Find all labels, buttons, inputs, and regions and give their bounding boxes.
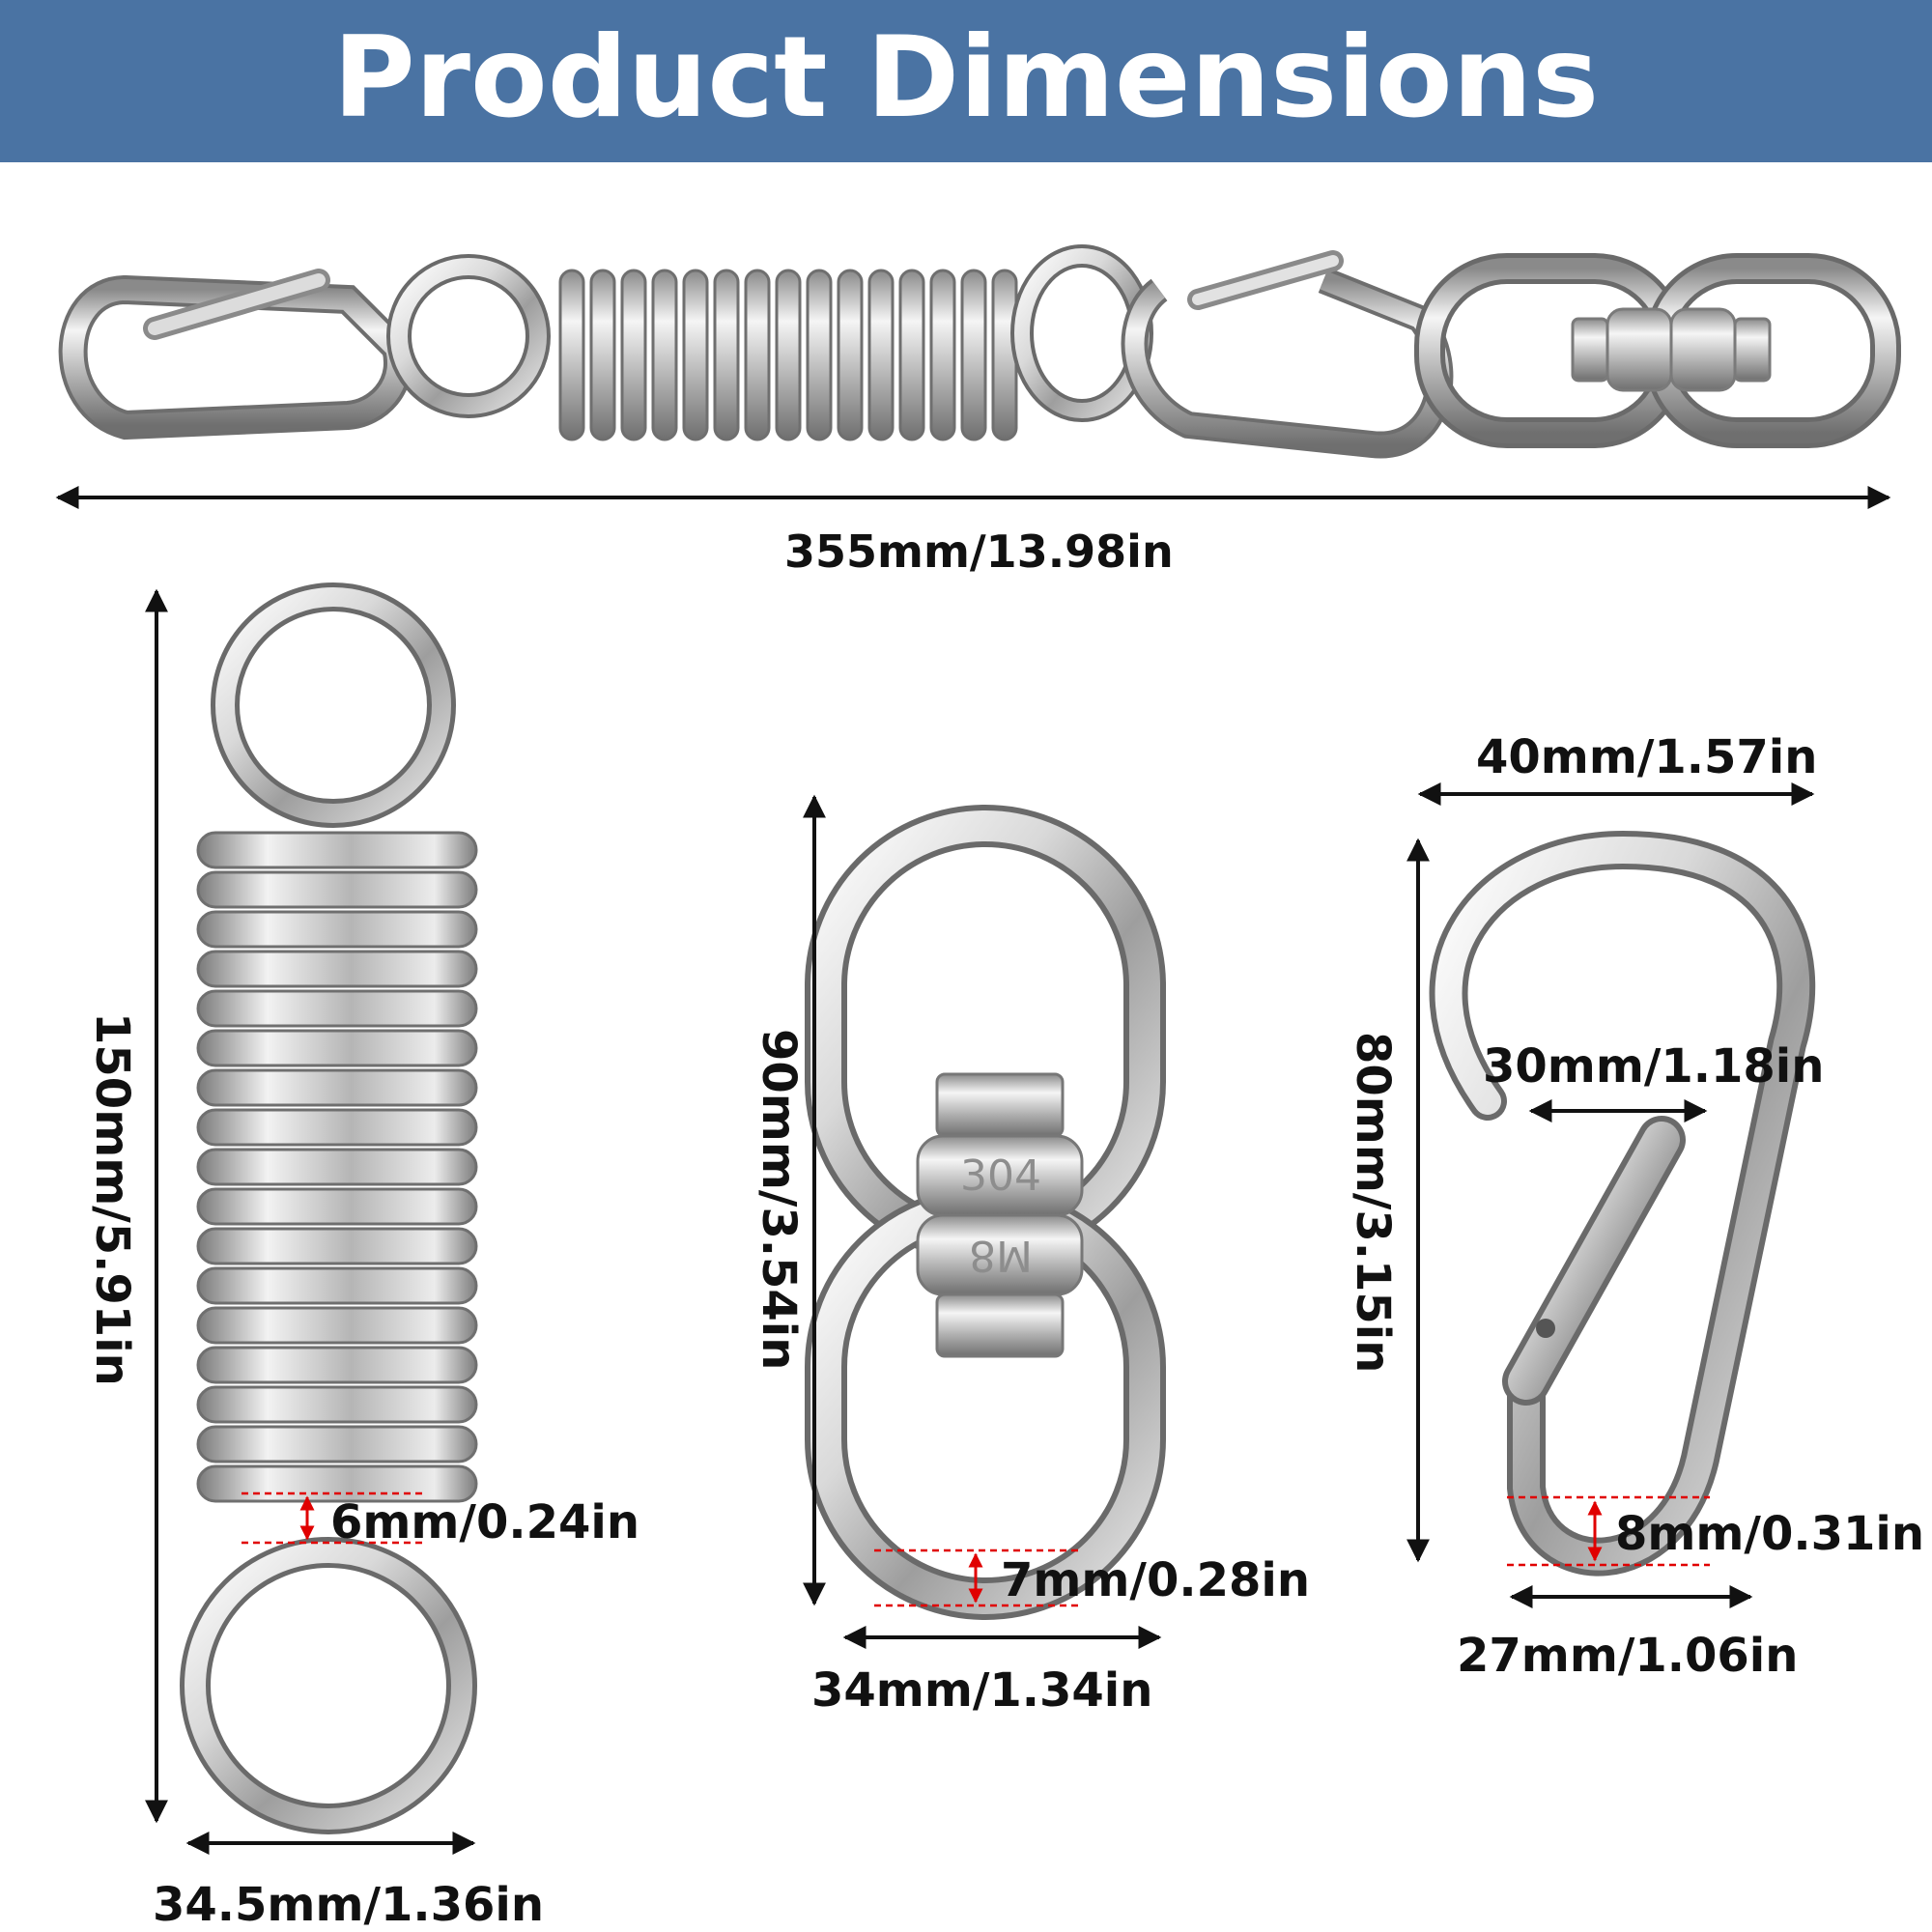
assembly-spring-coil [651, 269, 678, 441]
carabiner-illustration [1406, 782, 1816, 1608]
swivel-stamp-bottom: M8 [969, 1231, 1033, 1280]
assembly-spring-coil [744, 269, 771, 441]
spring-coil [196, 1029, 478, 1067]
assembly-spring-coil [620, 269, 647, 441]
assembly-spring-coil [713, 269, 740, 441]
spring-coil [196, 989, 478, 1028]
spring-wire-label: 6mm/0.24in [330, 1495, 640, 1549]
assembly-spring-coil [898, 269, 925, 441]
assembly-spring-coil [775, 269, 802, 441]
spring-coil [196, 1385, 478, 1424]
spring-coil [196, 1346, 478, 1384]
swivel-stamp-top: 304 [960, 1151, 1041, 1201]
swivel-height-label: 90mm/3.54in [752, 1029, 806, 1371]
swivel-wire-label: 7mm/0.28in [1001, 1553, 1311, 1607]
spring-coil [196, 950, 478, 988]
spring-coil [196, 1306, 478, 1345]
assembly-illustration [55, 244, 1901, 509]
assembly-spring-coil [867, 269, 895, 441]
assembly-length-label: 355mm/13.98in [784, 526, 1174, 578]
spring-coil [196, 870, 478, 909]
assembly-spring [558, 269, 1018, 441]
assembly-swivel [1414, 253, 1901, 448]
spring-illustration [145, 582, 478, 1855]
spring-coil [196, 1148, 478, 1186]
carabiner-gate-label: 30mm/1.18in [1483, 1039, 1825, 1094]
spring-coil [196, 831, 478, 869]
carabiner-width-label: 40mm/1.57in [1476, 730, 1818, 784]
title-banner: Product Dimensions [0, 0, 1932, 162]
assembly-spring-coil [589, 269, 616, 441]
assembly-carabiner-right [1121, 250, 1454, 459]
spring-coil [196, 1425, 478, 1463]
assembly-spring-coil [806, 269, 833, 441]
assembly-spring-coil [558, 269, 585, 441]
spring-coil [196, 910, 478, 949]
page-title: Product Dimensions [332, 12, 1600, 143]
spring-coil [196, 1068, 478, 1107]
spring-coil [196, 1187, 478, 1226]
spring-height-label: 150mm/5.91in [85, 1012, 139, 1386]
assembly-spring-coil [929, 269, 956, 441]
spring-coils [196, 831, 478, 1503]
swivel-width-label: 34mm/1.34in [811, 1663, 1153, 1718]
spring-coil [196, 1227, 478, 1265]
assembly-carabiner-left [58, 269, 412, 440]
spring-coil [196, 1266, 478, 1305]
assembly-spring-coil [960, 269, 987, 441]
carabiner-height-label: 80mm/3.15in [1346, 1032, 1400, 1374]
assembly-ring-left [386, 254, 551, 418]
assembly-spring-coil [682, 269, 709, 441]
carabiner-bottom-label: 27mm/1.06in [1457, 1629, 1799, 1683]
swivel-illustration: 304 M8 [803, 794, 1166, 1649]
carabiner-wire-label: 8mm/0.31in [1615, 1507, 1925, 1561]
spring-width-label: 34.5mm/1.36in [153, 1878, 545, 1932]
assembly-spring-coil [837, 269, 864, 441]
spring-coil [196, 1108, 478, 1147]
